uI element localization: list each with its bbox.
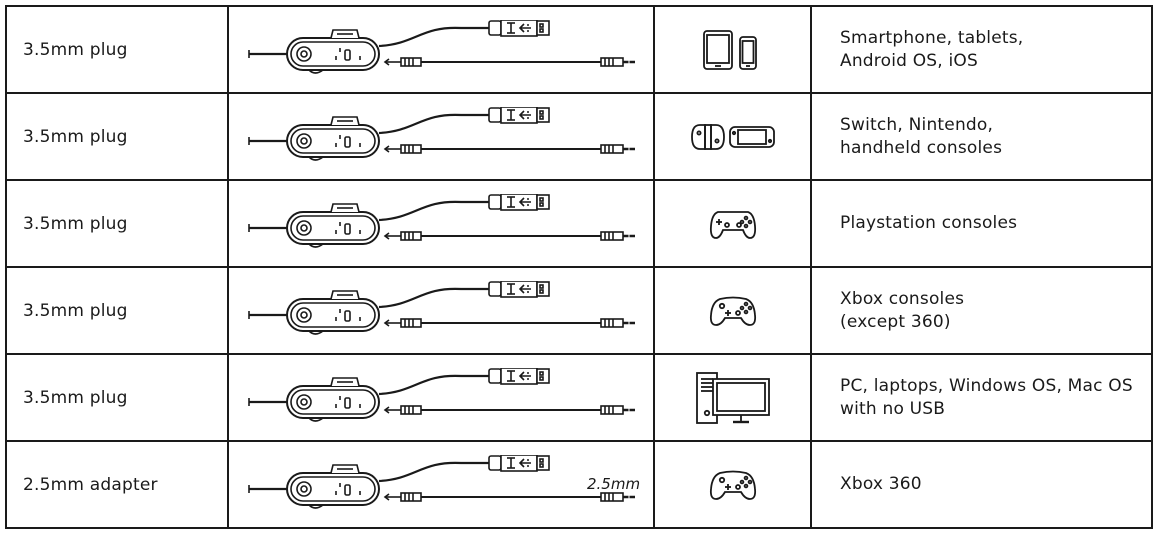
plug-cell: 3.5mm plug [5,353,229,442]
headset-cable-illustration [247,280,637,335]
devices-cell: Playstation consoles [810,179,1153,268]
desktop-pc-icon [695,371,770,424]
headset-cable-illustration [247,367,637,422]
devices-cell: Smartphone, tablets, Android OS, iOS [810,5,1153,94]
table-row: 3.5mm plug Switch, Nintendo, handheld co… [5,92,1153,181]
devices-cell: Xbox consoles (except 360) [810,266,1153,355]
cable-cell [227,92,655,181]
devices-cell: Switch, Nintendo, handheld consoles [810,92,1153,181]
plug-cell: 3.5mm plug [5,179,229,268]
tablet-smartphone-icon [702,29,757,70]
headset-cable-illustration [247,193,637,248]
plug-label: 2.5mm adapter [23,474,158,495]
xbox-controller-icon [709,470,756,500]
cable-cell [227,5,655,94]
devices-text: Xbox consoles (except 360) [840,288,965,332]
icon-cell [653,353,812,442]
table-row: 3.5mm plug Xbox consoles (except 360) [5,266,1153,355]
cable-cell [227,353,655,442]
table-row: 3.5mm plug Playstation consoles [5,179,1153,268]
plug-label: 3.5mm plug [23,300,128,321]
plug-label: 3.5mm plug [23,213,128,234]
headset-cable-illustration [247,19,637,74]
icon-cell [653,92,812,181]
headset-cable-illustration [247,106,637,161]
plug-cell: 3.5mm plug [5,92,229,181]
table-row: 3.5mm plug Smartphone, tablets, Android … [5,5,1153,94]
icon-cell [653,5,812,94]
xbox-controller-icon [709,296,756,326]
plug-cell: 3.5mm plug [5,5,229,94]
cable-cell [227,179,655,268]
devices-text: Smartphone, tablets, Android OS, iOS [840,27,1024,71]
headset-cable-illustration: 2.5mm [247,454,640,509]
nintendo-switch-icon [690,123,775,150]
playstation-controller-icon [709,210,756,239]
cable-cell [227,266,655,355]
adapter-size-label: 2.5mm [587,475,640,493]
table-row: 2.5mm adapter 2.5mm Xbox 360 [5,440,1153,529]
devices-cell: PC, laptops, Windows OS, Mac OS with no … [810,353,1153,442]
table-row: 3.5mm plug PC, laptops, Windows OS, Mac … [5,353,1153,442]
devices-cell: Xbox 360 [810,440,1153,529]
plug-cell: 2.5mm adapter [5,440,229,529]
icon-cell [653,179,812,268]
plug-label: 3.5mm plug [23,126,128,147]
icon-cell [653,266,812,355]
devices-text: Switch, Nintendo, handheld consoles [840,114,1003,158]
plug-label: 3.5mm plug [23,387,128,408]
devices-text: Xbox 360 [840,474,922,494]
devices-text: Playstation consoles [840,213,1018,233]
plug-label: 3.5mm plug [23,39,128,60]
compatibility-table: 3.5mm plug Smartphone, tablets, Android … [5,5,1153,529]
icon-cell [653,440,812,529]
devices-text: PC, laptops, Windows OS, Mac OS with no … [840,375,1133,419]
cable-cell: 2.5mm [227,440,655,529]
plug-cell: 3.5mm plug [5,266,229,355]
